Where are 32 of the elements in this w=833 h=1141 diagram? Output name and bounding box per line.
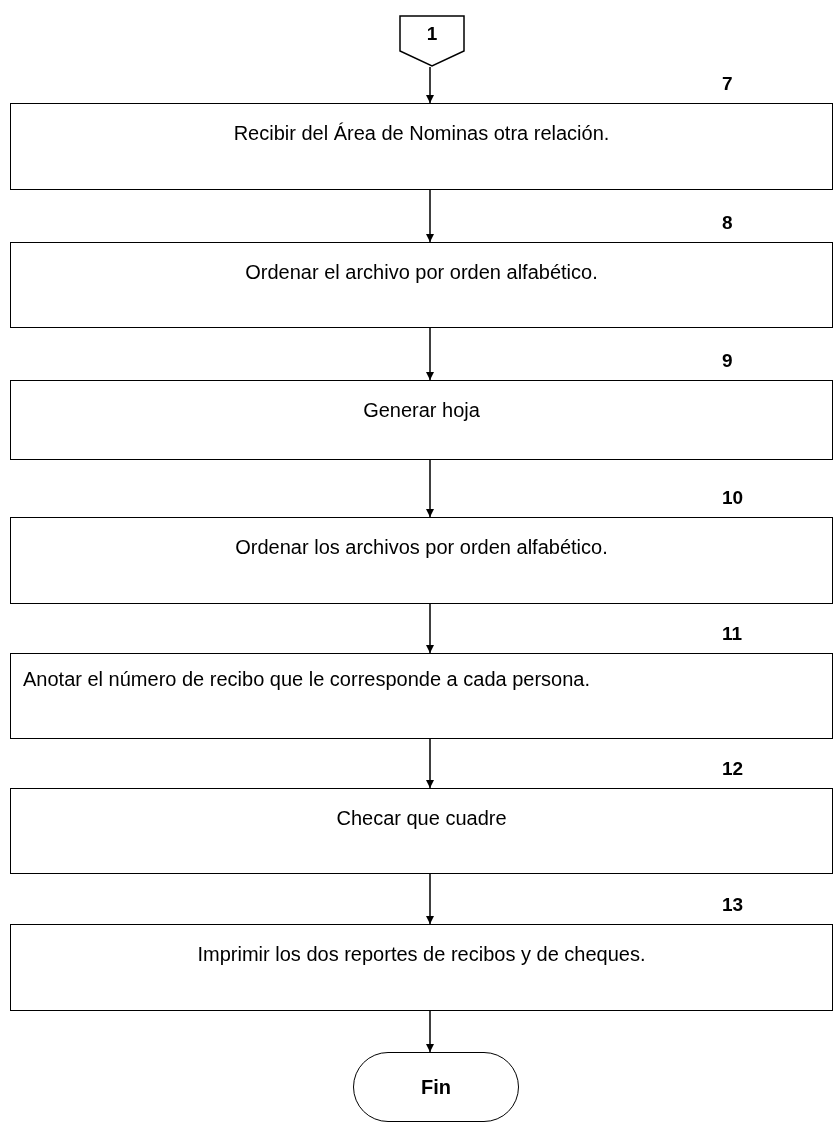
step-text: Fin xyxy=(421,1075,451,1099)
process-box xyxy=(10,103,833,190)
process-box xyxy=(10,924,833,1011)
arrow xyxy=(426,189,434,243)
process-box xyxy=(10,517,833,604)
arrow xyxy=(426,459,434,518)
step-text: Checar que cuadre xyxy=(336,807,507,830)
step-text: Recibir del Área de Nominas otra relación. xyxy=(233,122,610,145)
step-number: 7 xyxy=(722,73,733,95)
step-text: 1 xyxy=(426,23,438,45)
arrow xyxy=(426,66,434,104)
process-box xyxy=(10,380,833,460)
step-text: Generar hoja xyxy=(363,399,480,422)
step-text: Ordenar el archivo por orden alfabético. xyxy=(245,261,598,284)
step-text: Imprimir los dos reportes de recibos y de cheques. xyxy=(197,943,646,966)
arrow xyxy=(426,603,434,654)
step-number: 9 xyxy=(722,350,733,372)
process-box xyxy=(10,653,833,739)
step-text: Ordenar los archivos por orden alfabético. xyxy=(235,536,608,559)
arrow xyxy=(426,327,434,381)
process-box xyxy=(10,788,833,874)
off-page-connector xyxy=(399,15,465,67)
arrow xyxy=(426,1010,434,1053)
process-box xyxy=(10,242,833,328)
arrow xyxy=(426,738,434,789)
step-number: 11 xyxy=(722,623,743,645)
step-number: 13 xyxy=(722,894,744,916)
arrow xyxy=(426,873,434,925)
step-number: 8 xyxy=(722,212,733,234)
step-number: 12 xyxy=(722,758,744,780)
step-number: 10 xyxy=(722,487,744,509)
step-text: Anotar el número de recibo que le corresponde a cada persona. xyxy=(23,667,591,692)
